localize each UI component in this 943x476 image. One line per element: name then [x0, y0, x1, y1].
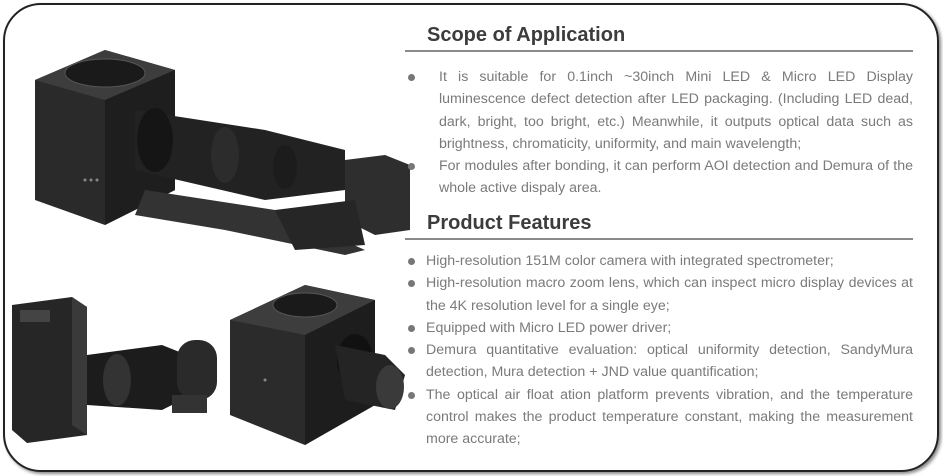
front-camera-image	[230, 285, 405, 445]
features-list: High-resolution 151M color camera with i…	[405, 250, 913, 451]
feature-item: High-resolution 151M color camera with i…	[405, 250, 913, 272]
scope-item: For modules after bonding, it can perfor…	[405, 155, 913, 200]
feature-item-text: High-resolution macro zoom lens, which c…	[426, 275, 913, 314]
bullet-icon	[408, 324, 415, 332]
scope-item-text: For modules after bonding, it can perfor…	[439, 158, 913, 197]
scope-heading: Scope of Application	[405, 24, 913, 52]
scope-item-text: It is suitable for 0.1inch ~30inch Mini …	[439, 69, 913, 152]
feature-item: Equipped with Micro LED power driver;	[405, 317, 913, 339]
feature-item-text: High-resolution 151M color camera with i…	[426, 253, 834, 269]
bullet-icon	[408, 74, 415, 81]
feature-item-text: Demura quantitative evaluation: optical …	[426, 342, 913, 381]
side-camera-image	[12, 297, 217, 443]
main-camera-image	[35, 50, 410, 255]
product-features-section: Product Features High-resolution 151M co…	[405, 212, 913, 451]
scope-item: It is suitable for 0.1inch ~30inch Mini …	[405, 66, 913, 155]
bullet-icon	[408, 258, 415, 265]
feature-item: The optical air float ation platform pre…	[405, 384, 913, 451]
document-frame	[3, 3, 939, 472]
bullet-icon	[408, 163, 415, 171]
scope-of-application-section: Scope of Application It is suitable for …	[405, 24, 913, 200]
bullet-icon	[408, 347, 415, 355]
bullet-icon	[408, 280, 415, 288]
feature-item-text: Equipped with Micro LED power driver;	[426, 319, 672, 336]
feature-item: High-resolution macro zoom lens, which c…	[405, 272, 913, 317]
features-heading: Product Features	[405, 212, 913, 240]
feature-item: Demura quantitative evaluation: optical …	[405, 339, 913, 384]
feature-item-text: The optical air float ation platform pre…	[426, 386, 913, 448]
bullet-icon	[408, 391, 415, 399]
scope-list: It is suitable for 0.1inch ~30inch Mini …	[405, 66, 913, 200]
